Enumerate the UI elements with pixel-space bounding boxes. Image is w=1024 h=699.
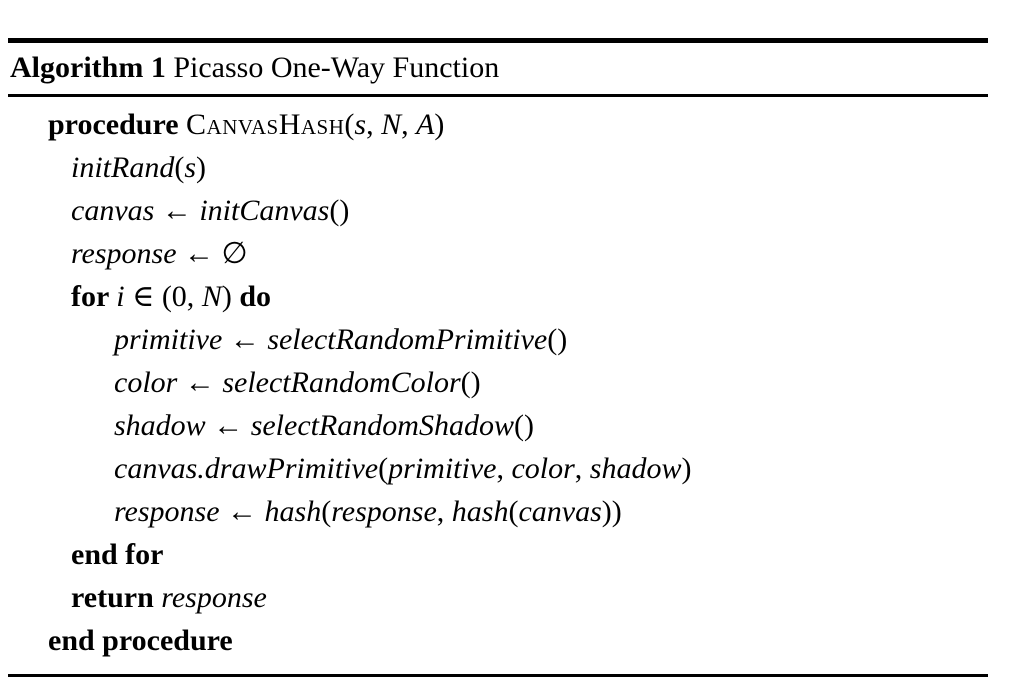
code-segment-math: color bbox=[511, 452, 575, 485]
code-segment-plain: , bbox=[496, 452, 512, 485]
code-segment-math: shadow bbox=[589, 452, 682, 485]
code-segment-plain: ( bbox=[344, 108, 355, 141]
code-segment-plain: () bbox=[329, 194, 350, 227]
algorithm-figure: Algorithm 1 Picasso One-Way Function pro… bbox=[8, 38, 988, 677]
code-segment-math: N bbox=[381, 108, 402, 141]
caption-rule bbox=[8, 94, 988, 97]
algorithm-line: end procedure bbox=[8, 619, 988, 662]
code-segment-math: color bbox=[114, 366, 178, 399]
code-segment-keyword: end procedure bbox=[48, 624, 233, 657]
code-segment-math: selectRandomColor bbox=[222, 366, 461, 399]
code-segment-math: shadow bbox=[114, 409, 206, 442]
code-segment-math: s bbox=[354, 108, 367, 141]
code-segment-plain: ) bbox=[681, 452, 692, 485]
algorithm-line: primitive ← selectRandomPrimitive() bbox=[8, 318, 988, 361]
code-segment-plain: () bbox=[547, 323, 568, 356]
code-segment-plain: ) bbox=[434, 108, 445, 141]
code-segment-math: hash bbox=[451, 495, 509, 528]
code-segment-math: canvas bbox=[518, 495, 602, 528]
bottom-rule bbox=[8, 674, 988, 677]
code-segment-math: initRand bbox=[71, 151, 175, 184]
code-segment-keyword: for bbox=[71, 280, 117, 313]
code-segment-math: response bbox=[331, 495, 437, 528]
algorithm-line: response ← hash(response, hash(canvas)) bbox=[8, 490, 988, 533]
code-segment-math: response bbox=[114, 495, 220, 528]
code-segment-plain: ) bbox=[196, 151, 207, 184]
code-segment-plain: ← bbox=[154, 194, 200, 227]
code-segment-plain: ( bbox=[174, 151, 185, 184]
algorithm-line: shadow ← selectRandomShadow() bbox=[8, 404, 988, 447]
code-segment-plain: () bbox=[513, 409, 534, 442]
code-segment-math: response bbox=[161, 581, 267, 614]
code-segment-math: primitive bbox=[388, 452, 497, 485]
code-segment-plain: ∈ (0, bbox=[124, 280, 202, 313]
code-segment-math: canvas bbox=[71, 194, 155, 227]
code-segment-math: hash bbox=[264, 495, 322, 528]
code-segment-plain: ← ∅ bbox=[176, 237, 248, 270]
top-rule bbox=[8, 38, 988, 43]
code-segment-math: primitive bbox=[114, 323, 223, 356]
algorithm-caption-title: Picasso One-Way Function bbox=[173, 51, 500, 84]
code-segment-math: initCanvas bbox=[199, 194, 330, 227]
code-segment-plain: ← bbox=[205, 409, 251, 442]
code-segment-plain: , bbox=[401, 108, 417, 141]
code-segment-plain: , bbox=[366, 108, 382, 141]
algorithm-line: end for bbox=[8, 533, 988, 576]
algorithm-line: color ← selectRandomColor() bbox=[8, 361, 988, 404]
algorithm-line: initRand(s) bbox=[8, 146, 988, 189]
algorithm-line: canvas.drawPrimitive(primitive, color, s… bbox=[8, 447, 988, 490]
code-segment-keyword: end for bbox=[71, 538, 164, 571]
algorithm-line: response ← ∅ bbox=[8, 232, 988, 275]
code-segment-math: A bbox=[416, 108, 435, 141]
code-segment-plain: ( bbox=[508, 495, 519, 528]
code-segment-plain: ← bbox=[177, 366, 223, 399]
code-segment-plain: () bbox=[460, 366, 481, 399]
code-segment-keyword: do bbox=[239, 280, 272, 313]
algorithm-line: procedure CanvasHash(s, N, A) bbox=[8, 103, 988, 146]
algorithm-caption-label: Algorithm 1 bbox=[10, 51, 166, 84]
code-segment-math: N bbox=[201, 280, 222, 313]
code-segment-math: selectRandomPrimitive bbox=[267, 323, 548, 356]
code-segment-plain: ) bbox=[221, 280, 240, 313]
code-segment-plain: )) bbox=[601, 495, 622, 528]
code-segment-math: response bbox=[71, 237, 177, 270]
code-segment-math: selectRandomShadow bbox=[250, 409, 514, 442]
algorithm-body: procedure CanvasHash(s, N, A)initRand(s)… bbox=[8, 97, 988, 674]
code-segment-math: s bbox=[184, 151, 197, 184]
code-segment-plain: ( bbox=[378, 452, 389, 485]
algorithm-caption: Algorithm 1 Picasso One-Way Function bbox=[8, 43, 988, 94]
algorithm-line: canvas ← initCanvas() bbox=[8, 189, 988, 232]
algorithm-line: return response bbox=[8, 576, 988, 619]
code-segment-keyword: return bbox=[71, 581, 162, 614]
code-segment-plain: ← bbox=[219, 495, 265, 528]
code-segment-plain: , bbox=[436, 495, 452, 528]
code-segment-smallcaps: CanvasHash bbox=[186, 108, 345, 141]
code-segment-math: canvas.drawPrimitive bbox=[114, 452, 379, 485]
code-segment-plain: ( bbox=[321, 495, 332, 528]
algorithm-line: for i ∈ (0, N) do bbox=[8, 275, 988, 318]
code-segment-math: i bbox=[116, 280, 125, 313]
code-segment-keyword: procedure bbox=[48, 108, 187, 141]
code-segment-plain: , bbox=[574, 452, 590, 485]
code-segment-plain: ← bbox=[222, 323, 268, 356]
